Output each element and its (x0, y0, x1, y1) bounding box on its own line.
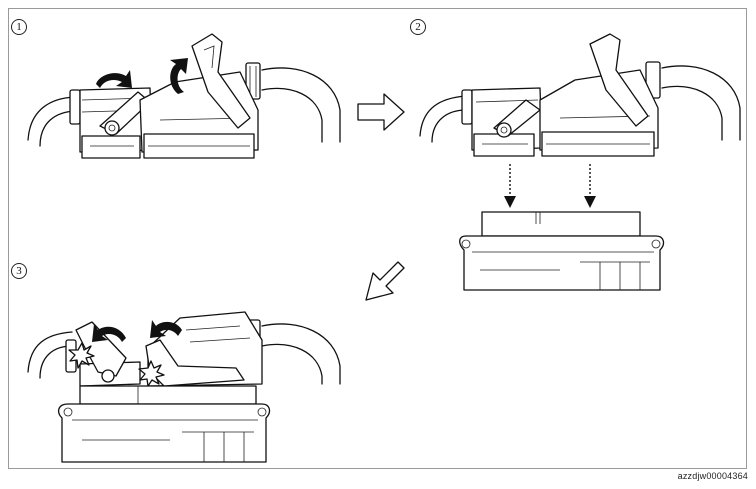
next-step-arrow-icon (357, 93, 405, 131)
step-number-2: 2 (410, 19, 426, 35)
step2-ecu-header (481, 211, 641, 237)
click-mark-icon (138, 360, 165, 387)
step-number-3: 3 (11, 263, 27, 279)
step2-large-lever (589, 33, 649, 127)
step1-large-lever (191, 33, 251, 129)
step3-connector-assembly (27, 311, 341, 463)
step1-connector-assembly (27, 33, 341, 159)
rotate-arrow-icon (150, 320, 182, 338)
click-mark-icon (68, 342, 95, 369)
step-number-1: 1 (11, 19, 27, 35)
rotate-arrow-icon (92, 324, 126, 342)
step3-ecu-module (57, 403, 271, 463)
step3-small-lever (75, 321, 127, 377)
figure-code: azzdjw00004364 (677, 471, 748, 481)
step1-left-cable (27, 96, 76, 141)
rotate-arrow-icon (96, 70, 132, 88)
step3-ecu-header (79, 385, 257, 405)
step2-connector-assembly (419, 33, 741, 291)
next-step-arrow-icon (365, 261, 405, 301)
figure-frame (8, 8, 747, 469)
step2-ecu-module (459, 235, 665, 291)
rotate-arrow-icon (170, 58, 188, 94)
step1-right-cable (261, 67, 341, 143)
